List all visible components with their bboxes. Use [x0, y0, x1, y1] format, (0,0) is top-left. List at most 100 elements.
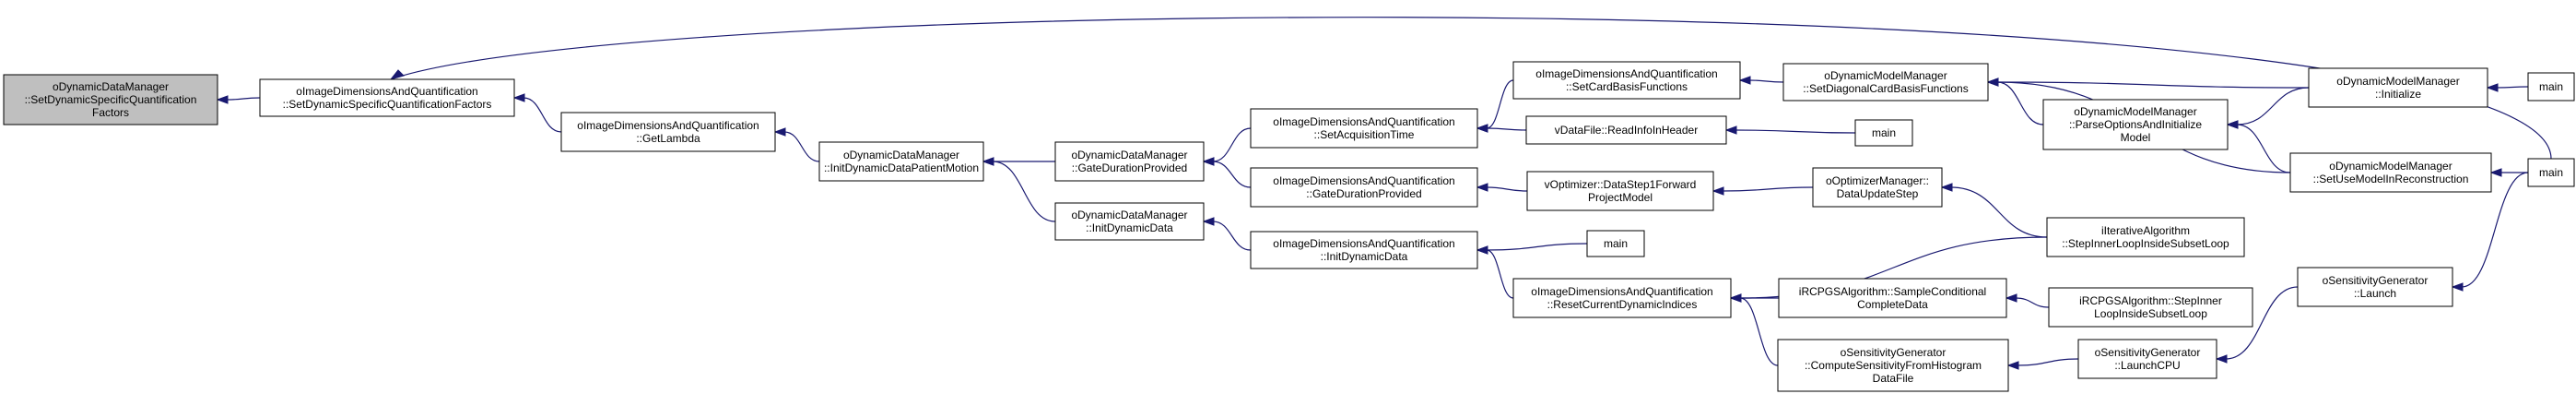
edge-n5-to-n8 — [1202, 217, 1252, 251]
node-label-line: ::LaunchCPU — [2114, 359, 2180, 372]
node-label-line: oDynamicModelManager — [2336, 75, 2459, 88]
node-label-line: ::GateDurationProvided — [1306, 187, 1421, 200]
edge-n14-to-n23 — [1986, 78, 2310, 89]
node-n23[interactable]: oDynamicModelManager::Initialize — [2308, 67, 2488, 108]
node-n27[interactable]: main — [2527, 158, 2575, 187]
edge-n25-to-n27 — [2451, 172, 2529, 292]
node-n5[interactable]: oDynamicDataManager::InitDynamicData — [1054, 202, 1205, 241]
node-n24[interactable]: oDynamicModelManager::SetUseModelInRecon… — [2289, 152, 2492, 193]
edge-n4-to-n7 — [1202, 157, 1252, 188]
node-box — [1250, 108, 1478, 149]
node-box — [2077, 339, 2217, 379]
node-label-line: ::SetCardBasisFunctions — [1566, 80, 1688, 93]
edge-n11-to-n16 — [1711, 186, 1814, 196]
node-label-line: ProjectModel — [1588, 191, 1653, 204]
edge-line — [2015, 297, 2050, 308]
node-box — [2297, 267, 2453, 307]
node-label-line: ::SetAcquisitionTime — [1314, 128, 1415, 141]
node-label-line: oDynamicDataManager — [53, 80, 169, 93]
edge-n2-to-n3 — [773, 127, 820, 162]
node-n18[interactable]: oSensitivityGenerator::ComputeSensitivit… — [1777, 339, 2009, 392]
node-n26[interactable]: main — [2527, 72, 2575, 101]
edge-line — [1486, 249, 1514, 299]
node-box — [2308, 67, 2488, 108]
node-n21[interactable]: iRCPGSAlgorithm::StepInnerLoopInsideSubs… — [2048, 287, 2253, 328]
edge-line — [992, 161, 1056, 222]
node-n4[interactable]: oDynamicDataManager::GateDurationProvide… — [1054, 141, 1205, 182]
node-n17[interactable]: iRCPGSAlgorithm::SampleConditionalComple… — [1778, 278, 2007, 318]
edge-line — [1486, 79, 1514, 129]
edge-line — [1996, 81, 2310, 89]
edge-arrowhead — [512, 93, 525, 102]
node-n13[interactable]: oImageDimensionsAndQuantification::Reset… — [1512, 278, 1732, 318]
node-label-line: ::InitDynamicData — [1321, 250, 1408, 263]
edge-line — [226, 97, 261, 101]
node-label-line: ::SetUseModelInReconstruction — [2313, 173, 2469, 185]
node-label-line: ::SetDiagonalCardBasisFunctions — [1803, 82, 1968, 95]
edge-n9-to-n14 — [1738, 76, 1784, 85]
edge-arrowhead — [1476, 124, 1488, 133]
node-box — [1512, 61, 1741, 100]
edge-arrowhead — [1940, 183, 1953, 192]
edge-line — [1486, 243, 1588, 251]
node-label-line: DataUpdateStep — [1837, 187, 1919, 200]
node-box — [2048, 287, 2253, 328]
node-box — [2042, 99, 2229, 150]
node-label-line: oSensitivityGenerator — [1841, 346, 1947, 359]
node-label-line: vDataFile::ReadInfoInHeader — [1555, 124, 1698, 137]
node-n19[interactable]: oDynamicModelManager::ParseOptionsAndIni… — [2042, 99, 2229, 150]
edge-line — [2236, 87, 2310, 125]
edge-arrowhead — [982, 157, 994, 166]
node-label-line: oImageDimensionsAndQuantification — [296, 85, 477, 98]
edge-n8-to-n12 — [1476, 243, 1588, 255]
edge-n10-to-n15 — [1724, 125, 1856, 135]
node-n9[interactable]: oImageDimensionsAndQuantification::SetCa… — [1512, 61, 1741, 100]
node-label-line: oOptimizerManager:: — [1826, 174, 1929, 187]
node-n6[interactable]: oImageDimensionsAndQuantification::SetAc… — [1250, 108, 1478, 149]
edge-arrowhead — [1476, 245, 1488, 255]
edge-n22-to-n25 — [2215, 286, 2299, 364]
node-label-line: CompleteData — [1857, 298, 1928, 311]
edge-n8-to-n13 — [1476, 245, 1514, 299]
node-n15[interactable]: main — [1854, 119, 1913, 147]
edge-line — [523, 97, 562, 133]
node-label-line: ::ComputeSensitivityFromHistogram — [1805, 359, 1982, 372]
edge-line — [1212, 127, 1252, 162]
node-label-line: oImageDimensionsAndQuantification — [1535, 67, 1717, 80]
node-n2[interactable]: oImageDimensionsAndQuantification::GetLa… — [560, 112, 776, 152]
edge-arrowhead — [216, 95, 229, 104]
edge-arrowhead — [1738, 76, 1751, 85]
node-label-line: ::SetDynamicSpecificQuantificationFactor… — [283, 98, 492, 111]
node-n1[interactable]: oImageDimensionsAndQuantification::SetDy… — [259, 78, 515, 117]
node-n3[interactable]: oDynamicDataManager::InitDynamicDataPati… — [818, 141, 984, 182]
node-n20[interactable]: iIterativeAlgorithm::StepInnerLoopInside… — [2046, 217, 2245, 257]
node-n16[interactable]: oOptimizerManager::DataUpdateStep — [1812, 167, 1943, 208]
node-root[interactable]: oDynamicDataManager::SetDynamicSpecificQ… — [3, 74, 218, 125]
edge-arrowhead — [1476, 183, 1488, 192]
node-n22[interactable]: oSensitivityGenerator::LaunchCPU — [2077, 339, 2217, 379]
node-box — [1782, 63, 1989, 101]
node-box — [1512, 278, 1732, 318]
node-n8[interactable]: oImageDimensionsAndQuantification::InitD… — [1250, 231, 1478, 269]
node-label-line: oSensitivityGenerator — [2323, 274, 2429, 287]
node-label-line: main — [2539, 166, 2563, 179]
edge-line — [1950, 186, 2048, 238]
edge-n18-to-n22 — [2006, 358, 2079, 370]
node-box — [2046, 217, 2245, 257]
node-n7[interactable]: oImageDimensionsAndQuantification::GateD… — [1250, 167, 1478, 208]
node-label-line: oDynamicModelManager — [1824, 69, 1947, 82]
node-n10[interactable]: vDataFile::ReadInfoInHeader — [1525, 115, 1727, 145]
edge-arrowhead — [2005, 293, 2017, 303]
node-label-line: iRCPGSAlgorithm::StepInner — [2079, 294, 2222, 307]
node-n14[interactable]: oDynamicModelManager::SetDiagonalCardBas… — [1782, 63, 1989, 101]
node-n25[interactable]: oSensitivityGenerator::Launch — [2297, 267, 2453, 307]
edge-n7-to-n11 — [1476, 183, 1528, 192]
node-n12[interactable]: main — [1586, 230, 1645, 257]
node-label-line: ::Launch — [2354, 287, 2396, 300]
edge-n6-to-n10 — [1476, 124, 1527, 133]
node-box — [1526, 171, 1714, 211]
edge-arrowhead — [2226, 120, 2239, 129]
edge-line — [1722, 186, 1814, 192]
node-box — [1812, 167, 1943, 208]
